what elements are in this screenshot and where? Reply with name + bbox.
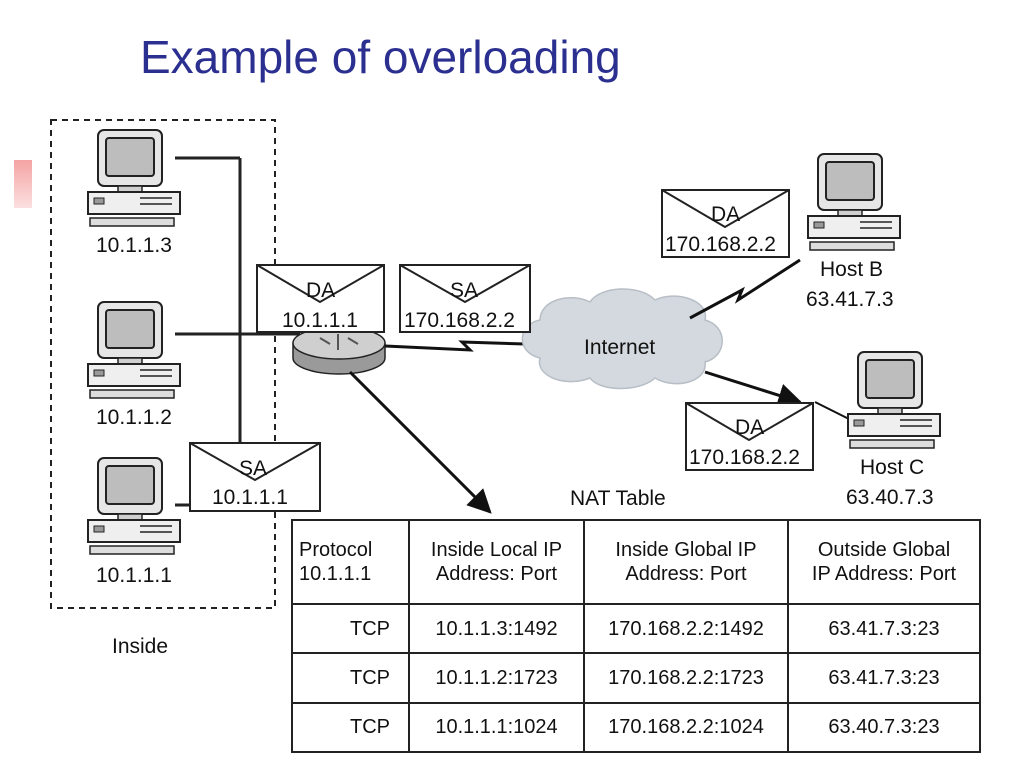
envelope-router-da-tag: DA	[306, 279, 335, 302]
router-icon	[292, 326, 386, 375]
nat-cell-inside-local: 10.1.1.3:1492	[408, 602, 585, 655]
nat-cell-inside-global: 170.168.2.2:1024	[583, 701, 789, 754]
envelope-host-b-da-addr: 170.168.2.2	[665, 233, 776, 256]
envelope-host-c-da	[685, 402, 814, 471]
host-b-name: Host B	[820, 258, 883, 281]
inside-pc-1-ip: 10.1.1.3	[96, 234, 172, 257]
nat-table-caption: NAT Table	[570, 487, 666, 510]
envelope-router-sa	[399, 264, 531, 333]
nat-cell-protocol: TCP	[291, 602, 410, 655]
table-row: TCP 10.1.1.1:1024 170.168.2.2:1024 63.40…	[291, 701, 981, 754]
nat-cell-inside-global: 170.168.2.2:1723	[583, 652, 789, 704]
inside-pc-2-ip: 10.1.1.2	[96, 406, 172, 429]
envelope-router-da-addr: 10.1.1.1	[282, 309, 358, 332]
envelope-inside-sa-addr: 10.1.1.1	[212, 486, 288, 509]
nat-cell-inside-global: 170.168.2.2:1492	[583, 602, 789, 655]
envelope-host-c-da-addr: 170.168.2.2	[689, 446, 800, 469]
host-b-pc	[807, 153, 901, 251]
envelope-router-sa-tag: SA	[450, 279, 478, 302]
host-c-ip: 63.40.7.3	[846, 486, 934, 509]
inside-pc-3	[87, 457, 181, 555]
inside-pc-1	[87, 129, 181, 227]
table-row: TCP 10.1.1.3:1492 170.168.2.2:1492 63.41…	[291, 602, 981, 655]
host-c-pc	[847, 351, 941, 449]
slide-title: Example of overloading	[140, 31, 621, 83]
envelope-host-c-da-tag: DA	[735, 416, 764, 439]
nat-cell-inside-local: 10.1.1.1:1024	[408, 701, 585, 754]
table-row: TCP 10.1.1.2:1723 170.168.2.2:1723 63.41…	[291, 652, 981, 704]
envelope-host-b-da	[661, 189, 790, 258]
nat-cell-outside-global: 63.41.7.3:23	[787, 602, 981, 655]
host-b-ip: 63.41.7.3	[806, 288, 894, 311]
envelope-router-sa-addr: 170.168.2.2	[404, 309, 515, 332]
envelope-inside-sa-tag: SA	[239, 457, 267, 480]
inside-label: Inside	[112, 635, 168, 658]
inside-boundary	[50, 119, 276, 609]
internet-cloud	[521, 288, 723, 390]
inside-pc-3-ip: 10.1.1.1	[96, 564, 172, 587]
host-c-name: Host C	[860, 456, 924, 479]
envelope-inside-sa	[189, 442, 321, 512]
nat-cell-outside-global: 63.41.7.3:23	[787, 652, 981, 704]
internet-label: Internet	[584, 336, 655, 359]
accent-bar	[14, 160, 32, 208]
nat-cell-protocol: TCP	[291, 652, 410, 704]
envelope-host-b-da-tag: DA	[711, 203, 740, 226]
envelope-router-da	[256, 264, 385, 333]
nat-cell-inside-local: 10.1.1.2:1723	[408, 652, 585, 704]
nat-cell-outside-global: 63.40.7.3:23	[787, 701, 981, 754]
inside-pc-2	[87, 301, 181, 399]
nat-cell-protocol: TCP	[291, 701, 410, 754]
